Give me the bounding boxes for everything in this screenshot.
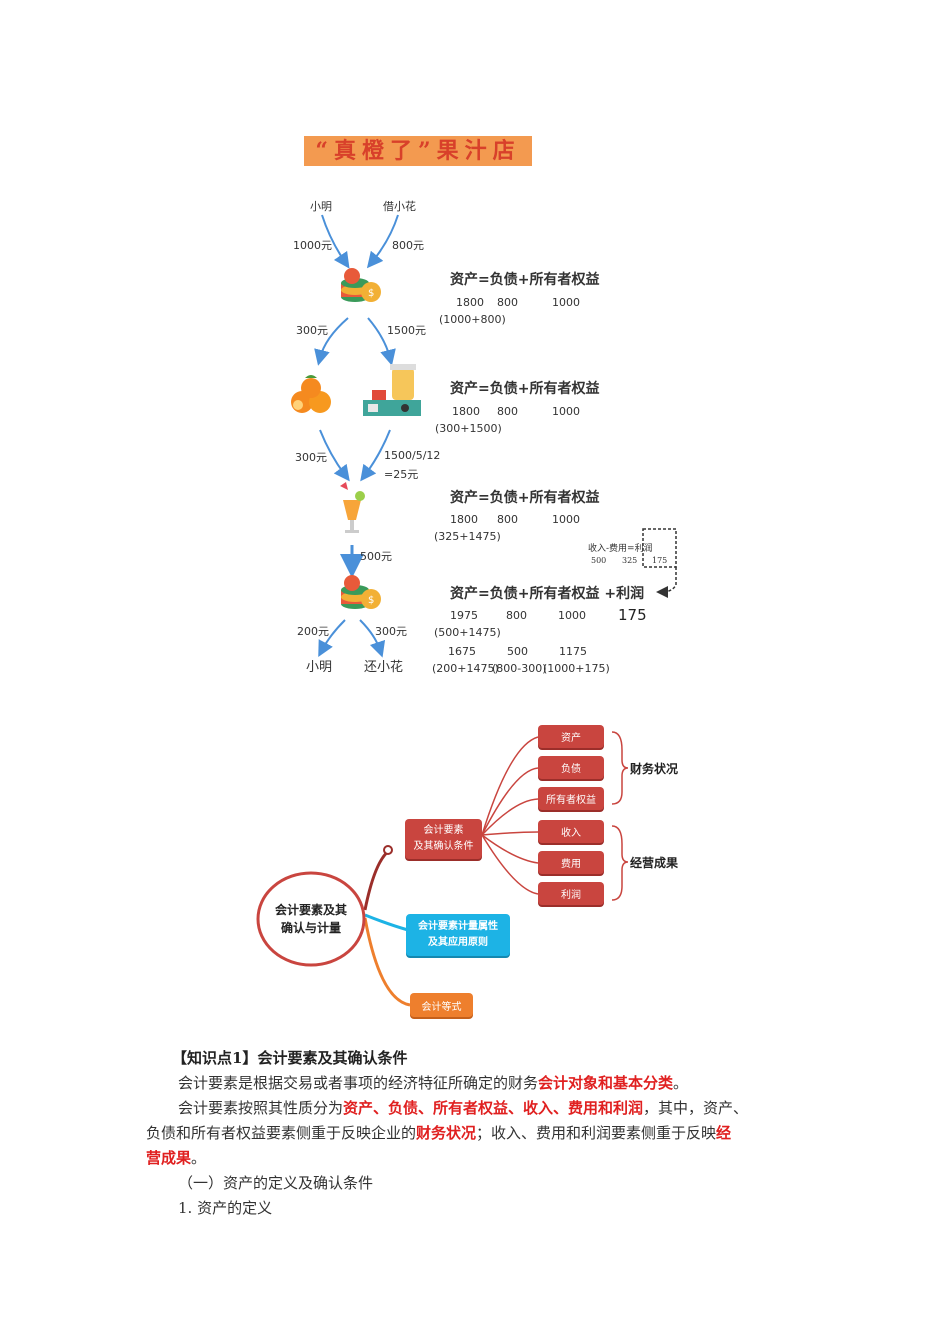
step5-assets-detail: (200+1475) <box>432 662 499 675</box>
branch2-line1: 会计要素计量属性 <box>418 921 498 932</box>
source-right-name: 借小花 <box>383 200 416 213</box>
mindmap-branch-equation: 会计等式 <box>410 993 473 1017</box>
equation-step4: 资产=负债+所有者权益 +利润 <box>450 586 645 602</box>
merge-right-amount: 1500/5/12 <box>384 449 441 462</box>
mindmap-branch-elements: 会计要素 及其确认条件 <box>405 819 482 859</box>
step1-equity: 1000 <box>552 296 580 309</box>
step3-equity: 1000 <box>552 513 580 526</box>
svg-text:$: $ <box>368 595 374 606</box>
profit-value: 175 <box>652 556 668 565</box>
arrow-split-left <box>314 317 349 366</box>
equation-step2: 资产=负债+所有者权益 <box>450 381 600 397</box>
leaf-revenue: 收入 <box>538 820 604 843</box>
branch1-line2: 及其确认条件 <box>413 841 474 852</box>
leaf-assets: 资产 <box>538 725 604 748</box>
leaf-liabilities: 负债 <box>538 756 604 779</box>
split1-left-amount: 300元 <box>296 324 328 337</box>
step2-assets-detail: (300+1500) <box>435 422 502 435</box>
source-left-name: 小明 <box>310 200 332 213</box>
step2-assets: 1800 <box>452 405 480 418</box>
sale-amount: 500元 <box>360 550 392 563</box>
document-body: 【知识点1】会计要素及其确认条件 会计要素是根据交易或者事项的经济特征所确定的财… <box>146 1046 812 1221</box>
subheading-2: 1. 资产的定义 <box>178 1199 273 1217</box>
arrow-xiaoming-in <box>321 214 350 269</box>
paragraph-1: 会计要素是根据交易或者事项的经济特征所确定的财务会计对象和基本分类。 <box>178 1074 689 1092</box>
profit-dashed-box <box>642 528 677 568</box>
mindmap-connectors <box>256 731 629 1007</box>
merge-left-amount: 300元 <box>295 451 327 464</box>
profit-expense: 325 <box>622 556 638 565</box>
mindmap-root: 会计要素及其 确认与计量 <box>262 901 360 937</box>
equation-step1: 资产=负债+所有者权益 <box>450 272 600 288</box>
mindmap-branch-measurement: 会计要素计量属性 及其应用原则 <box>406 914 510 956</box>
paragraph-2-cont: 负债和所有者权益要素侧重于反映企业的财务状况；收入、费用和利润要素侧重于反映经 <box>146 1124 732 1142</box>
kp-heading: 【知识点1】会计要素及其确认条件 <box>172 1049 408 1067</box>
step1-liabilities: 800 <box>497 296 518 309</box>
step2-liabilities: 800 <box>497 405 518 418</box>
arrow-merge-right <box>360 429 391 482</box>
leaf-equity: 所有者权益 <box>538 787 604 810</box>
step4-liabilities: 800 <box>506 609 527 622</box>
step3-assets: 1800 <box>450 513 478 526</box>
step1-assets: 1800 <box>456 296 484 309</box>
step1-assets-detail: (1000+800) <box>439 313 506 326</box>
flow-arrows: $ $ <box>291 214 677 658</box>
mindmap-root-line1: 会计要素及其 <box>274 903 347 917</box>
juice-glass-icon <box>340 482 365 533</box>
step4-profit: 175 <box>618 606 647 624</box>
paragraph-2-end: 营成果。 <box>146 1149 207 1167</box>
money-stack-icon-2: $ <box>341 575 381 609</box>
juicer-icon <box>363 364 421 416</box>
step4-assets-detail: (500+1475) <box>434 626 501 639</box>
arrow-out-left <box>318 619 346 658</box>
oranges-icon <box>291 375 331 413</box>
final-left-name: 小明 <box>306 660 333 675</box>
profit-revenue: 500 <box>591 556 607 565</box>
profit-formula: 收入-费用=利润 <box>588 544 653 554</box>
step2-equity: 1000 <box>552 405 580 418</box>
step5-liabilities: 500 <box>507 645 528 658</box>
source-left-amount: 1000元 <box>293 239 332 252</box>
branch2-line2: 及其应用原则 <box>428 937 488 948</box>
equation-step3: 资产=负债+所有者权益 <box>450 490 600 506</box>
step5-equity: 1175 <box>559 645 587 658</box>
step4-equity: 1000 <box>558 609 586 622</box>
final-right-name: 还小花 <box>364 660 404 675</box>
arrow-xiaohua-in <box>366 214 399 269</box>
mindmap-root-line2: 确认与计量 <box>280 921 341 935</box>
paragraph-2: 会计要素按照其性质分为资产、负债、所有者权益、收入、费用和利润，其中，资产、 <box>178 1099 749 1117</box>
arrow-split-right <box>367 317 396 366</box>
final-left-amount: 200元 <box>297 625 329 638</box>
arrow-merge-left <box>319 429 350 482</box>
subheading-1: （一）资产的定义及确认条件 <box>178 1174 374 1192</box>
step3-liabilities: 800 <box>497 513 518 526</box>
step4-assets: 1975 <box>450 609 478 622</box>
arrow-out-right <box>359 619 386 658</box>
branch1-line1: 会计要素 <box>423 825 464 836</box>
step5-assets: 1675 <box>448 645 476 658</box>
source-right-amount: 800元 <box>392 239 424 252</box>
mindmap-root-ring <box>256 871 366 967</box>
money-stack-icon: $ <box>341 268 381 302</box>
leaf-profit: 利润 <box>538 882 604 905</box>
final-right-amount: 300元 <box>375 625 407 638</box>
step5-equity-detail: (1000+175) <box>543 662 610 675</box>
merge-right-amount-2: =25元 <box>384 468 419 481</box>
group-financial-position: 财务状况 <box>630 762 679 776</box>
svg-text:$: $ <box>368 288 374 299</box>
split1-right-amount: 1500元 <box>387 324 426 337</box>
leaf-expense: 费用 <box>538 851 604 874</box>
group-operating-results: 经营成果 <box>630 856 679 870</box>
juice-shop-title-banner: “真橙了”果汁店 <box>304 136 532 166</box>
step3-assets-detail: (325+1475) <box>434 530 501 543</box>
step5-liabilities-detail: (800-300) <box>492 662 547 675</box>
